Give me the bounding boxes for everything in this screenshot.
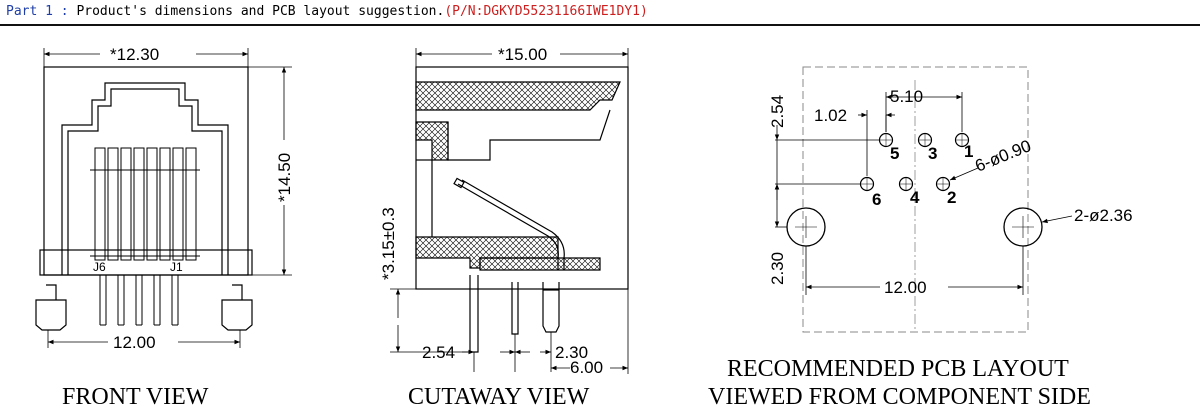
front-view-caption: FRONT VIEW [62, 384, 209, 410]
pin-label-6: 6 [872, 190, 881, 209]
pcb-pitch-dim: 5.10 [890, 87, 923, 106]
pin-label-1: 1 [964, 142, 973, 161]
front-pitch-dim: 12.00 [113, 333, 156, 352]
part-label: Part 1 [6, 4, 53, 19]
pcb-peg-hole-dim: 2-ø2.36 [1074, 206, 1133, 225]
front-width-dim: *12.30 [110, 45, 159, 64]
pcb-layout-view [774, 66, 1073, 333]
pcb-peg-span-dim: 12.00 [884, 278, 927, 297]
pin-label-3: 3 [928, 144, 937, 163]
pcb-row-gap-dim: 2.54 [768, 95, 787, 128]
front-height-dim: *14.50 [275, 153, 294, 202]
header-title: Part 1 : Product's dimensions and PCB la… [6, 4, 648, 19]
pcb-offset-dim: 1.02 [814, 106, 847, 125]
cutaway-view [390, 48, 629, 374]
pin-label-5: 5 [890, 144, 899, 163]
pcb-caption-line2: VIEWED FROM COMPONENT SIDE [708, 384, 1091, 410]
pcb-caption-line1: RECOMMENDED PCB LAYOUT [727, 356, 1069, 382]
cutaway-length-dim: *15.00 [498, 45, 547, 64]
pcb-peg-gap-dim: 2.30 [768, 252, 787, 285]
front-label-j1: J1 [170, 260, 183, 274]
part-separator: : [52, 4, 77, 19]
pin-label-4: 4 [910, 188, 920, 207]
cutaway-dim-6-00: 6.00 [570, 358, 603, 377]
front-label-j6: J6 [93, 260, 106, 274]
front-view [35, 48, 292, 348]
cutaway-view-caption: CUTAWAY VIEW [408, 384, 590, 410]
pcb-pin-hole-dim: 6-ø0.90 [972, 136, 1033, 176]
header-bar: Part 1 : Product's dimensions and PCB la… [0, 0, 1200, 26]
cutaway-dim-2-54: 2.54 [422, 343, 455, 362]
cutaway-lead-dim: *3.15±0.3 [379, 207, 398, 280]
cutaway-dim-2-30: 2.30 [555, 343, 588, 362]
header-rule [0, 24, 1200, 26]
title-text: Product's dimensions and PCB layout sugg… [76, 4, 445, 19]
pin-label-2: 2 [947, 188, 956, 207]
part-number: (P/N:DGKYD55231166IWE1DY1) [444, 4, 648, 19]
